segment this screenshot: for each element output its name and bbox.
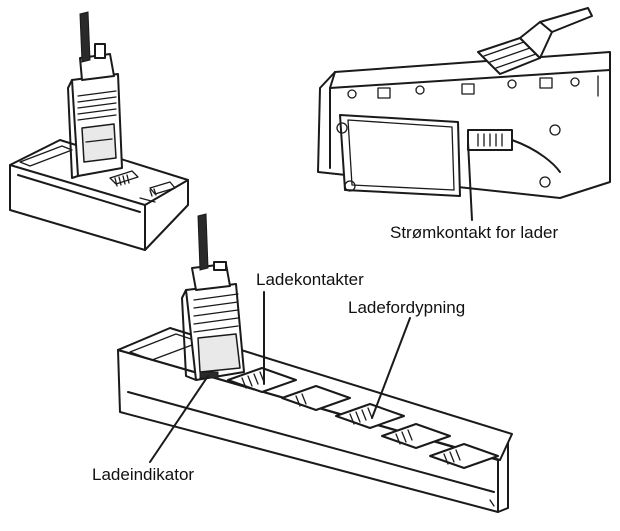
indicator-pointer	[149, 375, 209, 463]
pocket-3	[335, 403, 405, 429]
multi-unit-charger	[117, 213, 513, 513]
single-charger-illustration	[9, 11, 189, 251]
pocket-1	[227, 367, 297, 393]
pocket-pointer	[371, 317, 411, 419]
power-cable	[477, 7, 593, 173]
pocket-5	[429, 443, 499, 469]
label-charging-indicator: Ladeindikator	[92, 465, 194, 484]
rear-socket-row	[347, 75, 599, 99]
charging-pockets	[227, 367, 499, 469]
charger-rear-view	[317, 7, 611, 221]
pocket-2	[281, 385, 351, 411]
label-charging-pocket: Ladefordypning	[348, 298, 465, 317]
power-jack-socket	[467, 129, 513, 151]
radio-in-charger	[181, 213, 245, 381]
label-charging-contacts: Ladekontakter	[256, 270, 364, 289]
label-power-jack: Strømkontakt for lader	[390, 223, 559, 242]
pocket-4	[381, 423, 451, 449]
power-jack-pointer	[467, 141, 473, 221]
small-contacts	[114, 174, 157, 197]
charging-indicator-led	[199, 371, 219, 379]
